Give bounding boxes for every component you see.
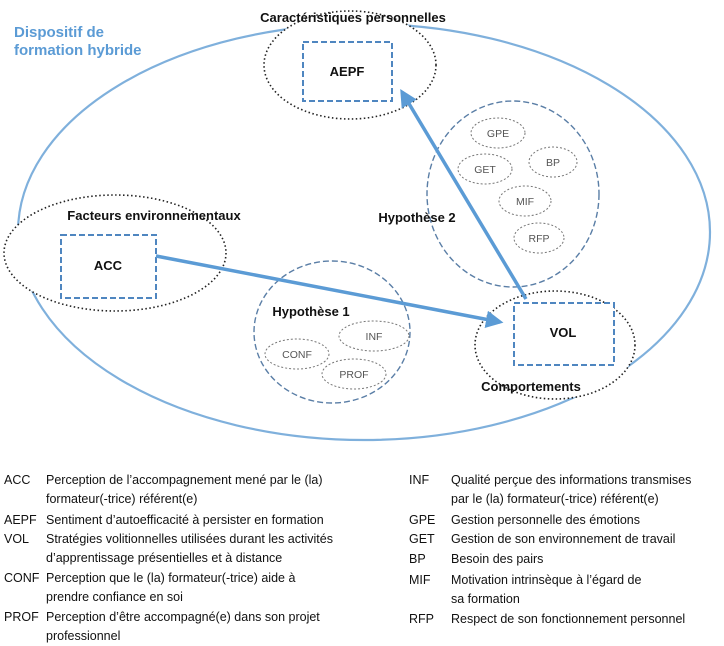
legend-row-acc: ACC Perception de l’accompagnement mené …	[4, 471, 391, 509]
legend-desc: Besoin des pairs	[451, 552, 544, 566]
h2-item-get: GET	[474, 164, 496, 176]
hypothesis-2-label: Hypothèse 2	[378, 210, 455, 225]
legend-desc: Gestion de son environnement de travail	[451, 532, 676, 546]
legend-row-gpe: GPE Gestion personnelle des émotions	[409, 511, 723, 530]
h2-item-get-oval	[457, 153, 513, 185]
legend-desc: Stratégies volitionnelles utilisées dura…	[46, 532, 333, 565]
vol-box	[513, 302, 615, 366]
hypothesis-1-ellipse	[253, 260, 411, 404]
legend-row-vol: VOL Stratégies volitionnelles utilisées …	[4, 530, 391, 568]
legend-abbr: BP	[409, 552, 426, 566]
legend-row-bp: BP Besoin des pairs	[409, 550, 723, 569]
h2-item-gpe: GPE	[487, 128, 509, 140]
h1-item-conf-oval	[264, 338, 330, 370]
legend-row-prof: PROF Perception d’être accompagné(e) dan…	[4, 608, 391, 646]
legend-desc: Respect de son fonctionnement personnel	[451, 612, 686, 626]
legend-abbr: VOL	[4, 532, 30, 546]
h2-item-rfp: RFP	[529, 233, 550, 245]
h2-item-bp-oval	[528, 146, 578, 178]
legend-abbr: INF	[409, 473, 430, 487]
conceptual-model-diagram: Dispositif de formation hybride Caractér…	[3, 10, 712, 442]
legend-row-aepf: AEPF Sentiment d’autoefficacité à persis…	[4, 511, 391, 530]
legend-row-inf: INF Qualité perçue des informations tran…	[409, 471, 723, 509]
h2-item-bp: BP	[546, 157, 560, 169]
hypothesis-2-ellipse	[426, 100, 600, 288]
legend-abbr: GET	[409, 532, 435, 546]
aepf-box	[302, 41, 393, 102]
legend-abbr: GPE	[409, 513, 436, 527]
h1-item-inf-oval	[338, 320, 410, 352]
legend-desc: Qualité perçue des informations transmis…	[451, 473, 692, 506]
h1-item-prof-oval	[321, 358, 387, 390]
vol-label: VOL	[550, 325, 577, 340]
legend-abbr: AEPF	[4, 513, 37, 527]
legend-desc: Perception de l’accompagnement mené par …	[46, 473, 323, 506]
legend-row-get: GET Gestion de son environnement de trav…	[409, 530, 723, 549]
legend-abbr: CONF	[4, 571, 40, 585]
acc-label: ACC	[94, 258, 123, 273]
legend-desc: Motivation intrinsèque à l’égard de sa f…	[451, 573, 642, 606]
container-label-line1: Dispositif de	[14, 24, 104, 41]
personal-characteristics-label: Caractéristiques personnelles	[260, 10, 446, 25]
legend-row-mif: MIF Motivation intrinsèque à l’égard de …	[409, 571, 723, 609]
legend-abbr: RFP	[409, 612, 434, 626]
legend-abbr: ACC	[4, 473, 31, 487]
environmental-factors-label: Facteurs environnementaux	[67, 208, 241, 223]
legend-row-rfp: RFP Respect de son fonctionnement person…	[409, 610, 723, 629]
legend-abbr: MIF	[409, 573, 431, 587]
legend-abbr: PROF	[4, 610, 39, 624]
legend-desc: Sentiment d’autoefficacité à persister e…	[46, 513, 324, 527]
h1-item-conf: CONF	[282, 349, 312, 361]
acc-box	[60, 234, 157, 299]
aepf-label: AEPF	[330, 64, 365, 79]
acc-to-vol-arrow	[155, 254, 504, 328]
h1-item-prof: PROF	[339, 369, 368, 381]
h2-item-gpe-oval	[470, 117, 526, 149]
legend-desc: Perception d’être accompagné(e) dans son…	[46, 610, 320, 643]
legend-row-conf: CONF Perception que le (la) formateur(-t…	[4, 569, 391, 607]
legend-desc: Gestion personnelle des émotions	[451, 513, 641, 527]
h1-item-inf: INF	[366, 331, 383, 343]
behaviour-label: Comportements	[481, 379, 581, 394]
container-label-line2: formation hybride	[14, 42, 142, 59]
legend-desc: Perception que le (la) formateur(-trice)…	[46, 571, 296, 604]
vol-to-aepf-arrow	[400, 88, 528, 300]
h2-item-rfp-oval	[513, 222, 565, 254]
h2-item-mif-oval	[498, 185, 552, 217]
h2-item-mif: MIF	[516, 196, 534, 208]
hypothesis-1-label: Hypothèse 1	[272, 304, 349, 319]
